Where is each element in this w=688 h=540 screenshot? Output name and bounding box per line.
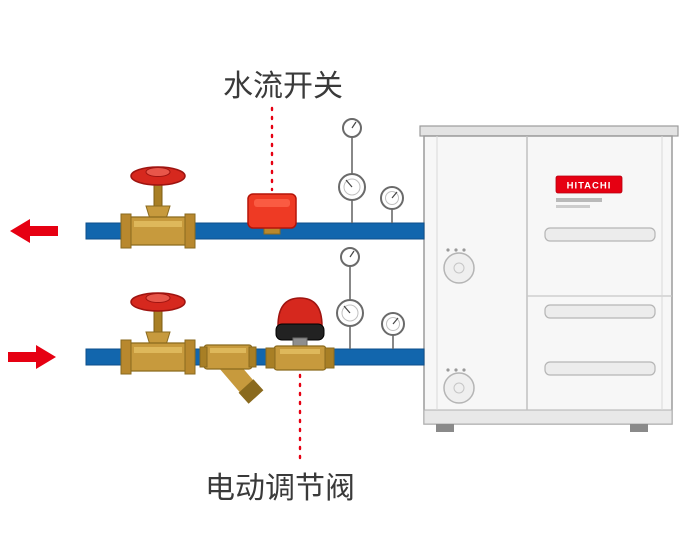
pressure-gauge-bottom-1-icon [336, 299, 364, 327]
gate-valve-bottom [120, 292, 196, 375]
unit-side-knockout-bottom [443, 372, 475, 404]
flow-switch [247, 193, 297, 235]
thermometer-bottom-icon [340, 247, 360, 267]
hitachi-logo: HITACHI [555, 175, 623, 208]
label-motorized-valve: 电动调节阀 [205, 472, 355, 505]
flow-arrow-out-icon [10, 219, 58, 243]
unit-top-panel [419, 125, 679, 137]
pressure-gauge-top-1-icon [338, 173, 366, 201]
y-strainer [199, 344, 264, 404]
unit-vent-slot-3 [544, 361, 656, 376]
outdoor-unit: HITACHI [419, 125, 679, 432]
unit-side-knockout-top [443, 252, 475, 284]
pressure-gauge-top-2-icon [380, 186, 404, 210]
gauge-manifold-bottom [349, 266, 394, 349]
unit-side-markings [446, 248, 466, 372]
unit-subtext-placeholder [556, 205, 590, 208]
motorized-valve [265, 297, 335, 371]
unit-foot-left [436, 424, 454, 432]
gate-valve-top [120, 166, 196, 249]
motorized-valve-actuator-dome [277, 297, 323, 327]
flow-arrow-in-icon [8, 345, 56, 369]
gauge-manifold-top [351, 137, 393, 223]
unit-vent-slot-1 [544, 227, 656, 242]
pressure-gauge-bottom-2-icon [381, 312, 405, 336]
unit-foot-right [630, 424, 648, 432]
unit-base [423, 409, 673, 425]
unit-model-text-placeholder [556, 198, 602, 202]
hitachi-logo-text: HITACHI [567, 181, 612, 192]
label-flow-switch: 水流开关 [223, 70, 343, 103]
unit-vent-slot-2 [544, 304, 656, 319]
thermometer-top-icon [342, 118, 362, 138]
